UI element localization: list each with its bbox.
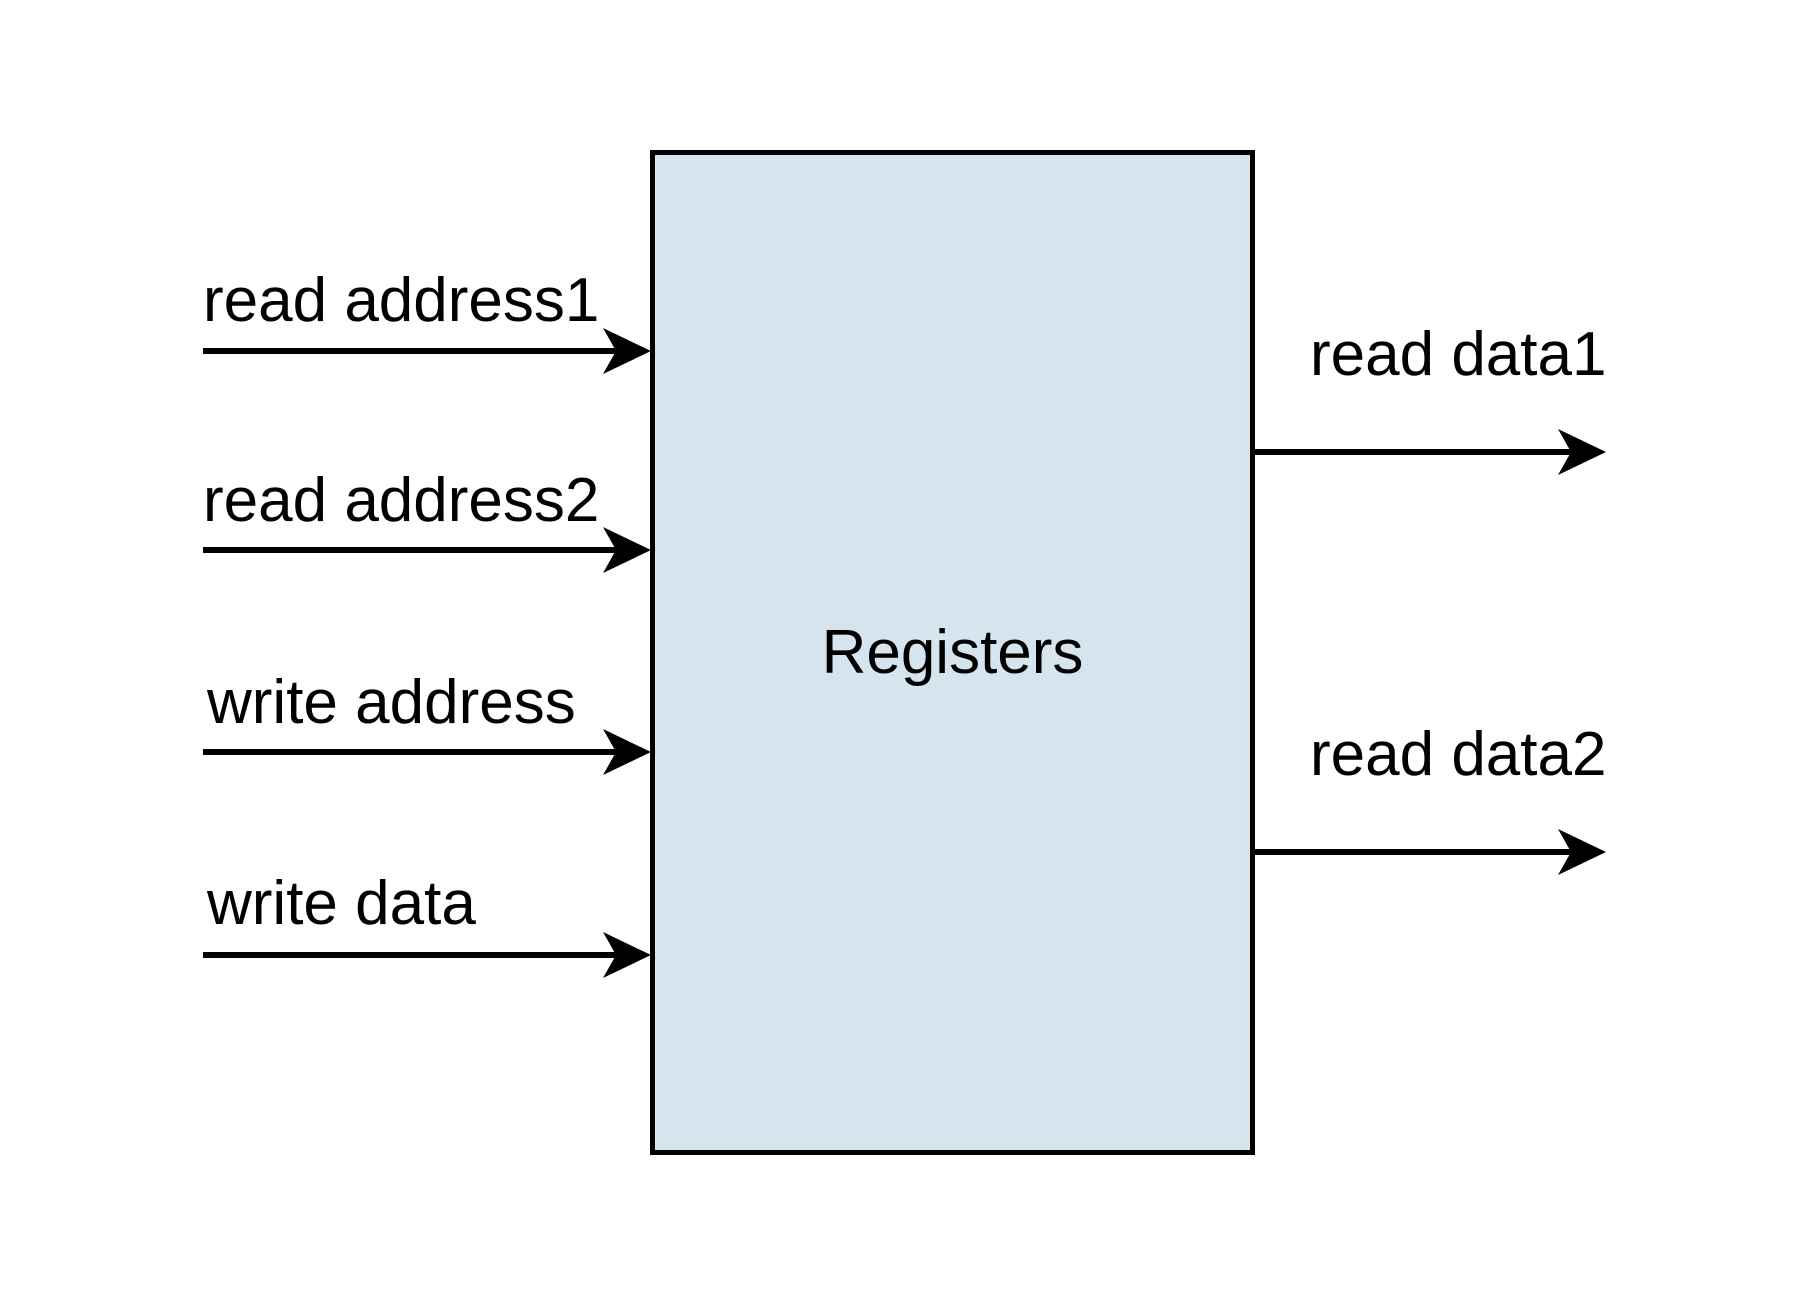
output-label-read-data2: read data2 — [1310, 720, 1607, 789]
output-label-read-data1: read data1 — [1310, 320, 1607, 389]
arrowhead-icon — [1558, 829, 1606, 875]
input-label-read-address1: read address1 — [203, 266, 600, 335]
registers-block: Registers — [650, 150, 1255, 1155]
arrowhead-icon — [603, 328, 651, 374]
input-arrow-read-address1 — [203, 328, 651, 374]
input-label-write-address: write address — [207, 668, 576, 737]
output-arrow-read-data2 — [1255, 829, 1606, 875]
input-label-write-data: write data — [207, 869, 476, 938]
input-arrow-write-data — [203, 932, 651, 978]
arrowhead-icon — [603, 527, 651, 573]
arrowhead-icon — [603, 932, 651, 978]
arrowhead-icon — [1558, 429, 1606, 475]
registers-block-label: Registers — [821, 617, 1084, 687]
arrowhead-icon — [603, 729, 651, 775]
input-arrow-write-address — [203, 729, 651, 775]
input-label-read-address2: read address2 — [203, 466, 600, 535]
output-arrow-read-data1 — [1255, 429, 1606, 475]
input-arrow-read-address2 — [203, 527, 651, 573]
